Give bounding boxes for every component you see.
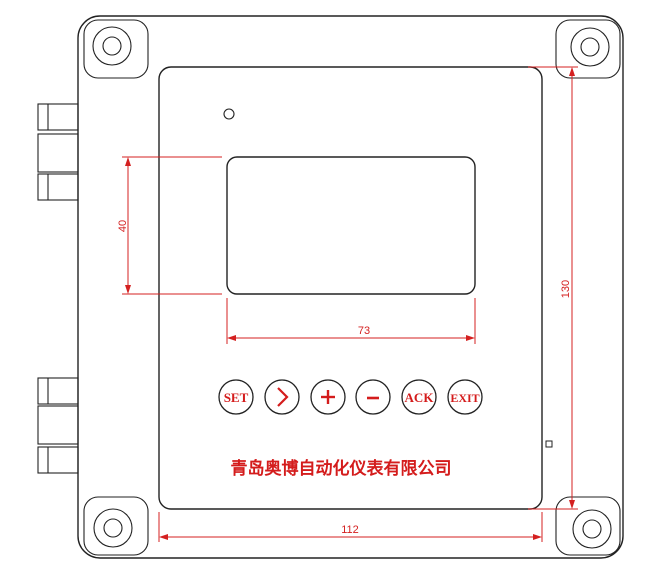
cable-gland-upper [37,103,79,201]
company-name: 青岛奥博自动化仪表有限公司 [231,458,452,479]
mounting-hole-bottom-left [83,496,149,556]
set-button[interactable]: SET [218,379,254,415]
dimension-display-width [226,298,476,344]
small-marker [545,440,553,448]
mounting-hole-top-left [83,19,149,79]
mounting-hole-top-right [555,19,621,79]
ack-button[interactable]: ACK [401,379,437,415]
plus-button[interactable] [310,379,346,415]
front-panel [158,66,543,510]
mounting-hole-bottom-right [555,496,621,556]
dimension-display-height [122,156,222,295]
dimension-panel-width [158,512,543,542]
dimension-panel-height [528,66,578,510]
set-button-label: SET [224,390,249,405]
indicator-led [223,108,235,120]
display-window [226,156,476,295]
next-button[interactable] [264,379,300,415]
enclosure-outline [77,15,624,559]
dimension-panel-height-label: 130 [560,280,572,298]
exit-button[interactable]: EXIT [447,379,483,415]
minus-button[interactable] [355,379,391,415]
cable-gland-lower [37,377,79,474]
plus-icon [321,390,335,404]
dimension-display-width-label: 73 [358,325,370,337]
dimension-display-height-label: 40 [117,220,129,232]
ack-button-label: ACK [405,390,435,405]
chevron-right-icon [277,387,289,407]
dimension-panel-width-label: 112 [341,524,359,536]
exit-button-label: EXIT [450,391,479,405]
